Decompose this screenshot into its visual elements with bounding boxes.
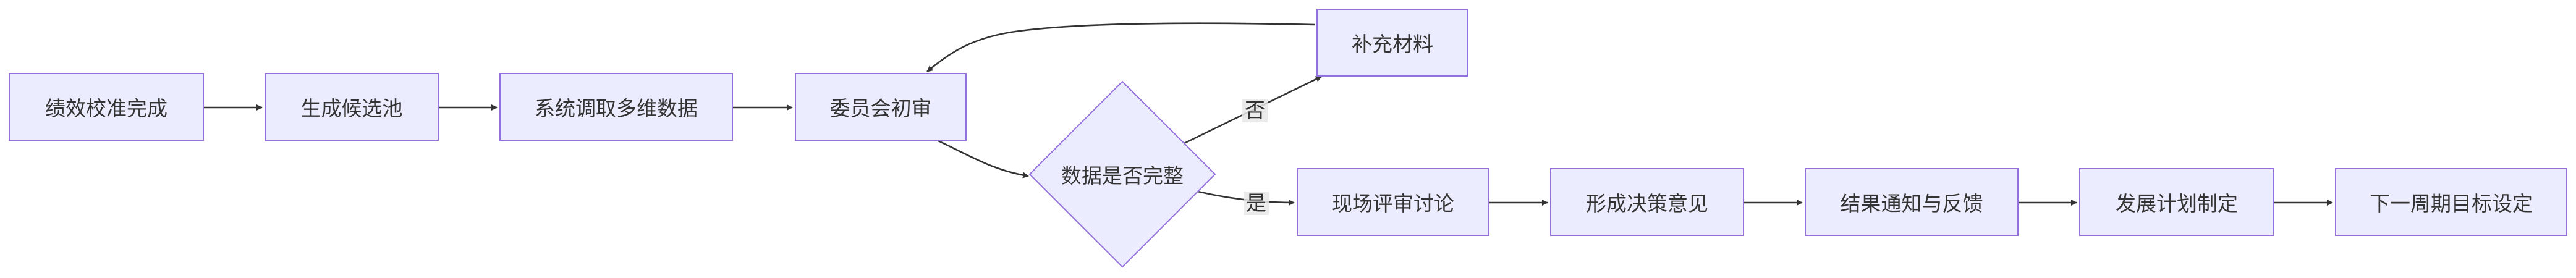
node-performance-calibration-done: 绩效校准完成 <box>9 73 204 141</box>
node-label: 现场评审讨论 <box>1332 192 1454 216</box>
edge-supplement-n4 <box>926 22 1316 73</box>
edge-label-yes: 是 <box>1244 192 1269 215</box>
node-result-notice-feedback: 结果通知与反馈 <box>1805 168 2019 236</box>
edge-n4-decision <box>938 140 1029 179</box>
node-next-cycle-goals: 下一周期目标设定 <box>2335 168 2567 236</box>
node-committee-preliminary-review: 委员会初审 <box>795 73 967 141</box>
node-form-decision-opinion: 形成决策意见 <box>1550 168 1744 236</box>
node-label: 补充材料 <box>1352 32 1433 56</box>
node-label: 形成决策意见 <box>1586 192 1708 216</box>
node-generate-candidate-pool: 生成候选池 <box>265 73 439 141</box>
node-label: 生成候选池 <box>300 96 403 120</box>
node-supplement-materials: 补充材料 <box>1316 9 1468 77</box>
node-onsite-review-discussion: 现场评审讨论 <box>1297 168 1489 236</box>
decision-label: 数据是否完整 <box>1061 164 1184 188</box>
decision-diamond <box>1028 80 1216 268</box>
node-label: 发展计划制定 <box>2116 192 2238 216</box>
node-fetch-multidimensional-data: 系统调取多维数据 <box>499 73 733 141</box>
edge-label-no: 否 <box>1242 99 1268 122</box>
node-label: 绩效校准完成 <box>45 96 167 120</box>
node-development-plan: 发展计划制定 <box>2079 168 2274 236</box>
node-label: 系统调取多维数据 <box>535 96 698 120</box>
node-label: 下一周期目标设定 <box>2370 192 2533 216</box>
decision-label-container: 数据是否完整 <box>1048 156 1197 193</box>
node-label: 结果通知与反馈 <box>1840 192 1983 216</box>
node-label: 委员会初审 <box>829 96 932 120</box>
